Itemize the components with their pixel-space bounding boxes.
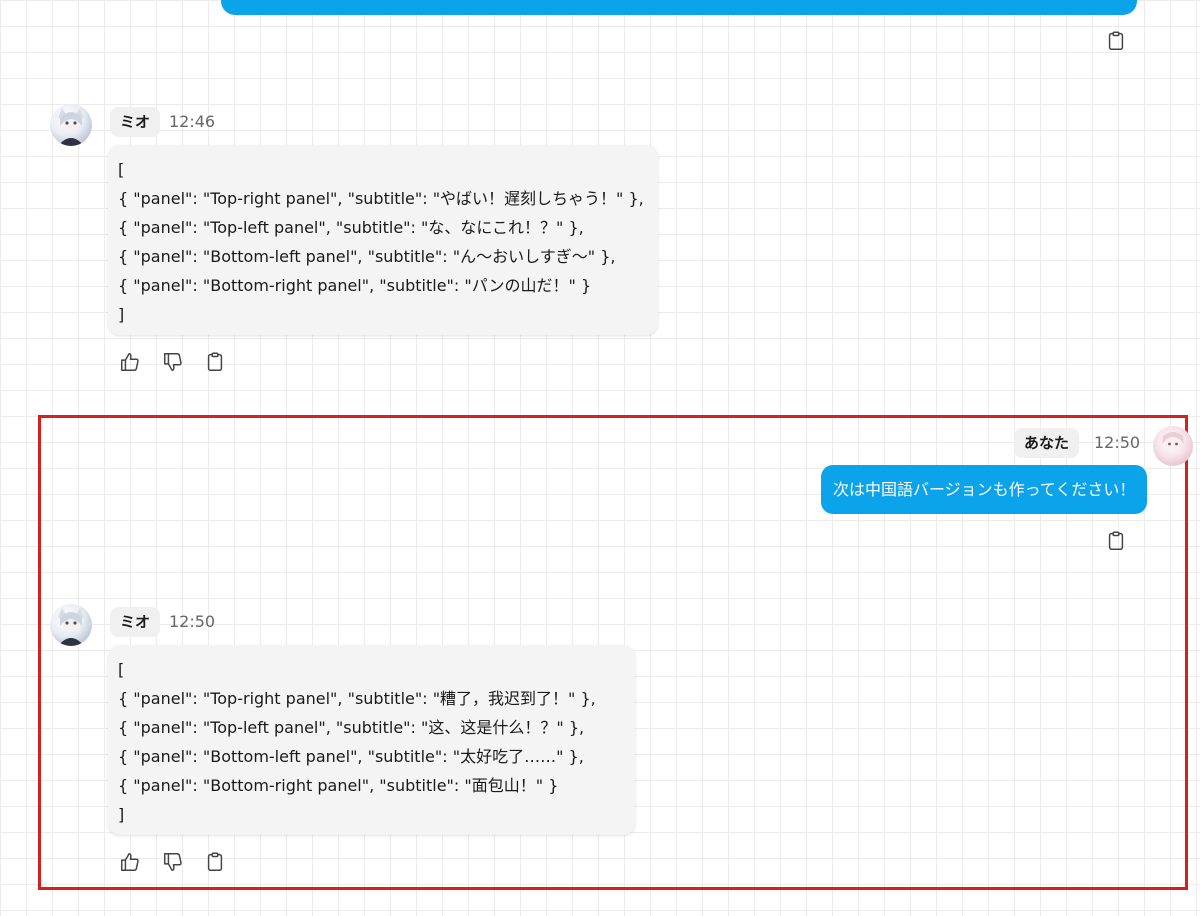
message-line: { "panel": "Bottom-right panel", "subtit…: [118, 776, 559, 795]
avatar-user: [1153, 426, 1193, 466]
assistant-message: [ { "panel": "Top-right panel", "subtitl…: [108, 145, 658, 335]
thumbs-up-icon[interactable]: [119, 851, 141, 873]
sender-name: ミオ: [110, 107, 161, 137]
sender-name: あなた: [1014, 428, 1080, 458]
message-time: 12:46: [169, 112, 216, 131]
avatar-mio: [50, 104, 92, 146]
highlight-frame: [38, 415, 1188, 890]
user-message: 次は中国語バージョンも作ってください！: [821, 465, 1148, 514]
clipboard-icon[interactable]: [204, 851, 226, 873]
message-line: ]: [118, 805, 125, 824]
message-line: { "panel": "Top-left panel", "subtitle":…: [118, 718, 585, 737]
message-time: 12:50: [169, 612, 216, 631]
message-line: ]: [118, 305, 125, 324]
message-line: { "panel": "Top-right panel", "subtitle"…: [118, 189, 644, 208]
thumbs-up-icon[interactable]: [119, 351, 141, 373]
message-line: { "panel": "Bottom-left panel", "subtitl…: [118, 747, 584, 766]
message-line: [: [118, 660, 125, 679]
message-line: { "panel": "Bottom-left panel", "subtitl…: [118, 247, 616, 266]
avatar-mio: [50, 604, 92, 646]
message-line: [: [118, 160, 125, 179]
assistant-message: [ { "panel": "Top-right panel", "subtitl…: [108, 645, 635, 835]
thumbs-down-icon[interactable]: [162, 351, 184, 373]
thumbs-down-icon[interactable]: [162, 851, 184, 873]
clipboard-icon[interactable]: [204, 351, 226, 373]
message-line: { "panel": "Top-left panel", "subtitle":…: [118, 218, 584, 237]
message-line: { "panel": "Top-right panel", "subtitle"…: [118, 689, 596, 708]
sender-name: ミオ: [110, 607, 161, 637]
clipboard-icon[interactable]: [1105, 30, 1127, 52]
clipboard-icon[interactable]: [1105, 530, 1127, 552]
message-time: 12:50: [1094, 433, 1141, 452]
previous-user-bubble: [221, 0, 1137, 15]
message-line: { "panel": "Bottom-right panel", "subtit…: [118, 276, 592, 295]
